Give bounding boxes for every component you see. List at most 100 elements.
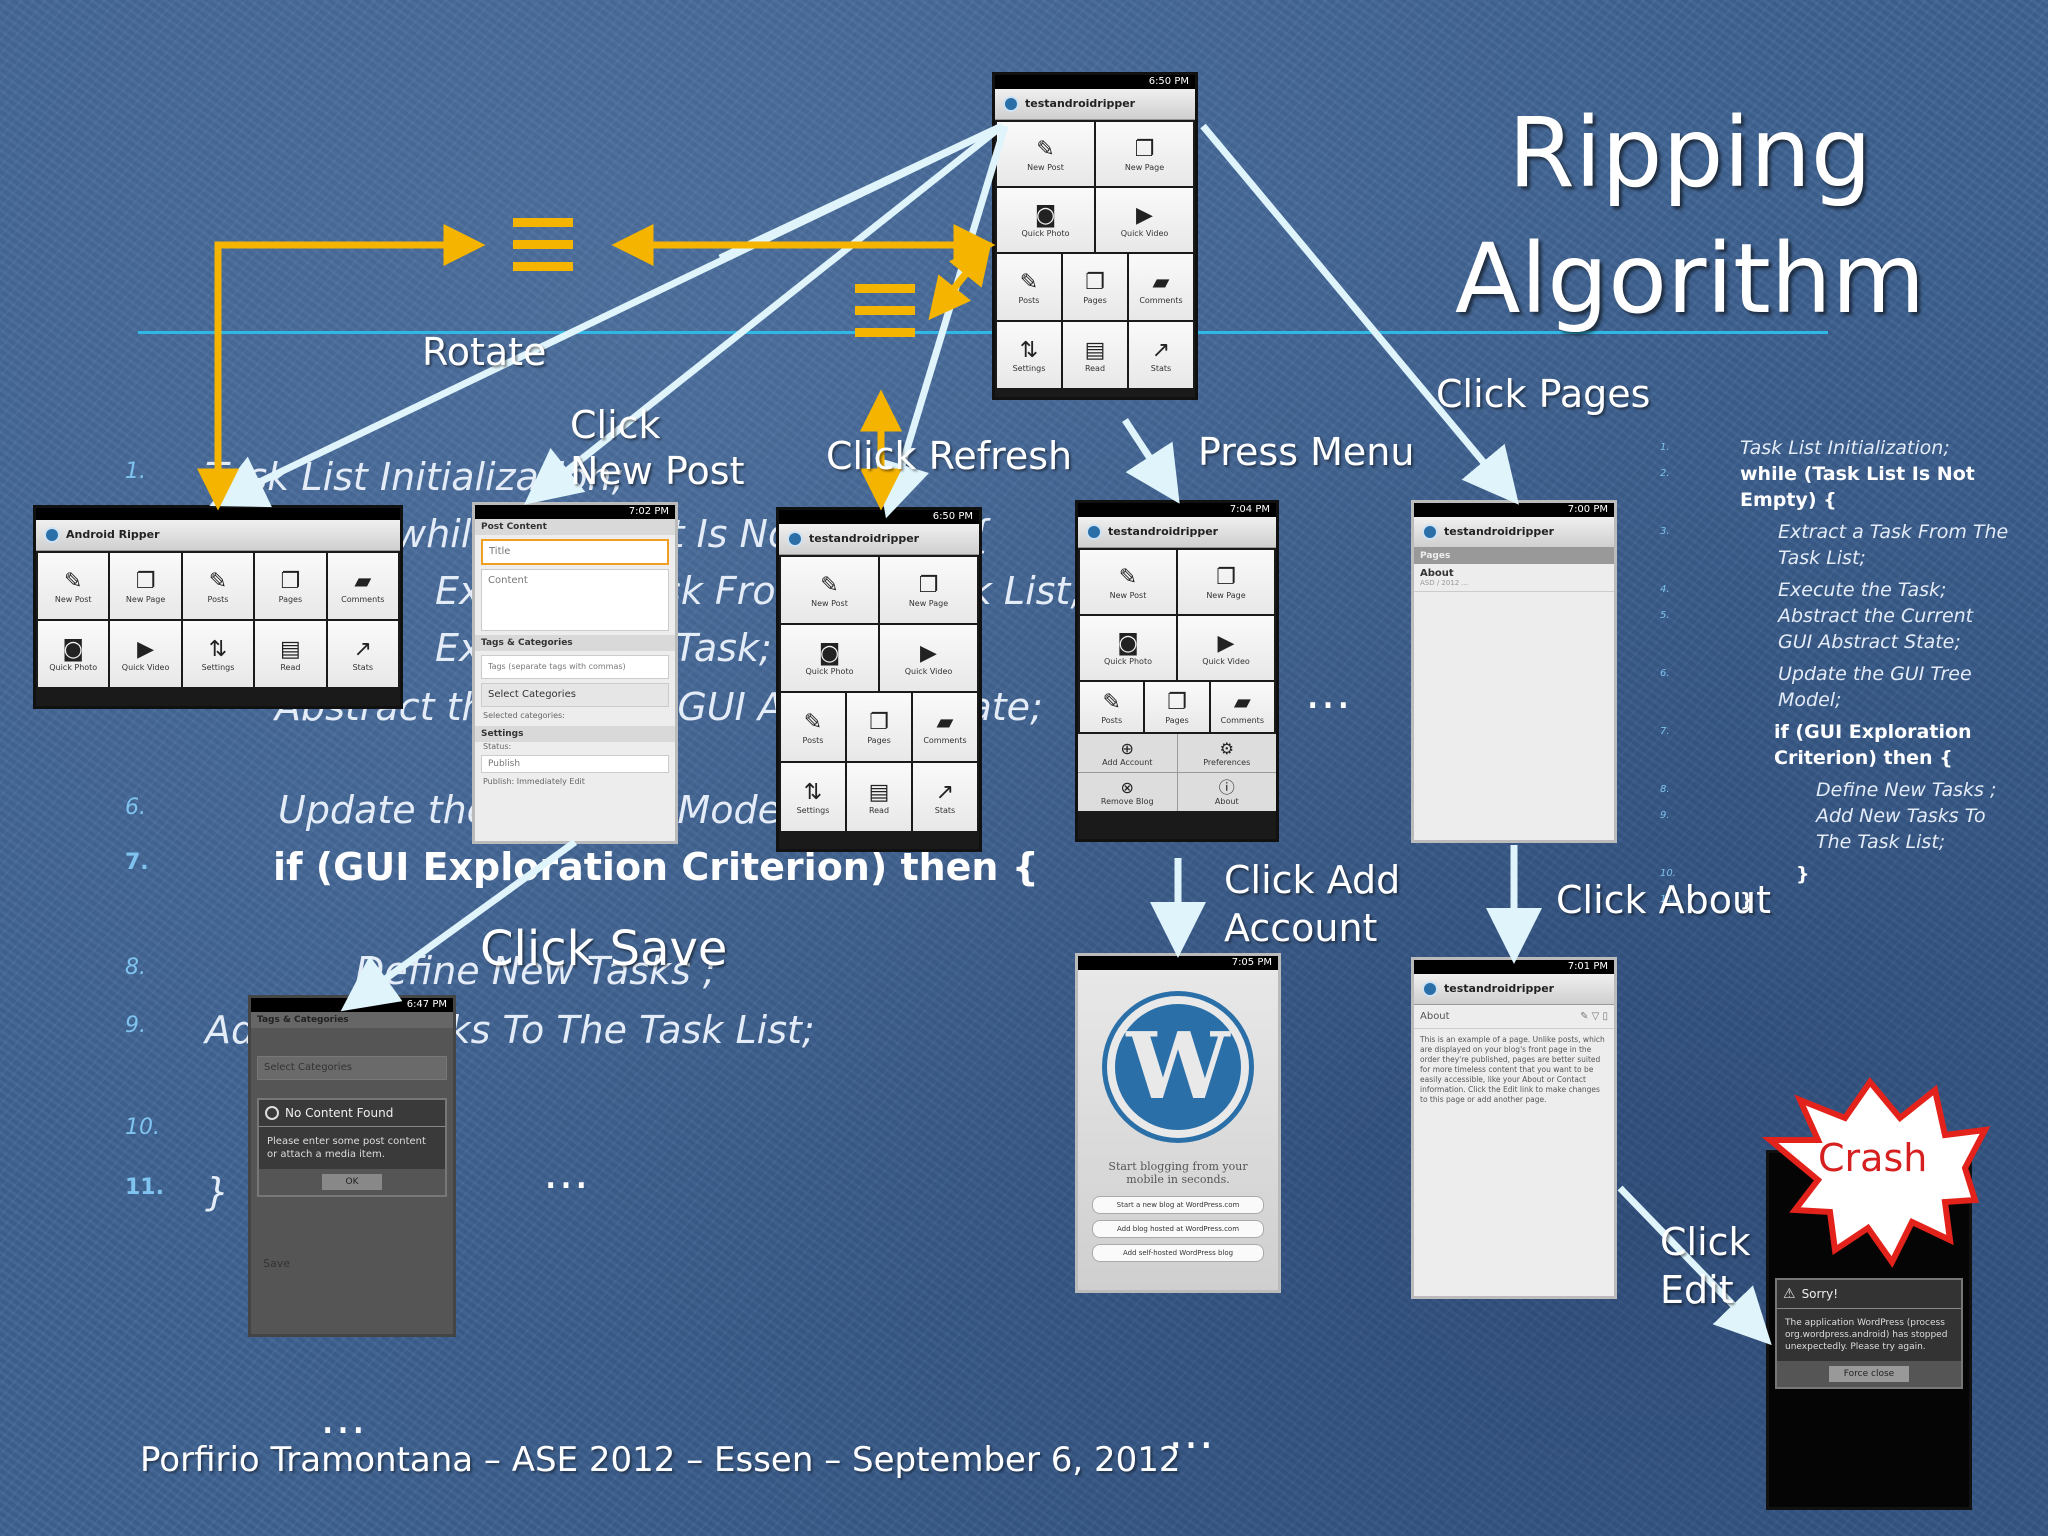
dashboard-item[interactable]: ✎Posts <box>182 553 254 619</box>
dashboard-item[interactable]: ▶Quick Video <box>1178 616 1274 680</box>
dashboard-item[interactable]: ✎New Post <box>1080 550 1176 614</box>
dashboard-item[interactable]: ↗Stats <box>327 621 398 687</box>
label-crash: Crash <box>1818 1136 1928 1180</box>
dashboard-item[interactable]: ✎Posts <box>997 254 1061 320</box>
dialog-message: Please enter some post content or attach… <box>267 1136 426 1160</box>
dashboard-item[interactable]: ✎New Post <box>38 553 109 619</box>
app-name: Android Ripper <box>66 528 160 541</box>
page-icon: ❐ <box>1216 564 1236 590</box>
dashboard-item[interactable]: ▰Comments <box>327 553 398 619</box>
video-icon: ▶ <box>137 636 155 662</box>
add-wpcom-blog-button[interactable]: Add blog hosted at WordPress.com <box>1092 1220 1264 1238</box>
menu-item[interactable]: ⊗Remove Blog <box>1078 773 1177 811</box>
algo-small-line: Task List Initialization; <box>1740 437 1950 459</box>
algo-small-num: 8. <box>1660 784 1670 795</box>
app-bar: testandroidripper <box>779 524 979 555</box>
algo-line: } <box>205 1170 230 1214</box>
pin-icon: ✎ <box>1036 136 1055 162</box>
menu-item[interactable]: ⊕Add Account <box>1078 734 1177 772</box>
dashboard-item[interactable]: ▰Comments <box>913 693 977 761</box>
algo-num: 6. <box>125 795 146 820</box>
pin-icon: ✎ <box>1118 564 1138 590</box>
ok-button[interactable]: OK <box>322 1174 382 1190</box>
dashboard-item[interactable]: ▤Read <box>847 763 911 831</box>
dashboard-item[interactable]: ↗Stats <box>1129 322 1193 388</box>
video-icon: ▶ <box>1217 630 1235 656</box>
pin-icon: ✎ <box>1102 689 1121 715</box>
pin-icon: ✎ <box>63 568 83 594</box>
tags-input[interactable]: Tags (separate tags with commas) <box>481 655 669 679</box>
wordpress-logo-icon <box>787 531 803 547</box>
wordpress-logo-icon <box>1003 96 1019 112</box>
algo-small-num: 10. <box>1660 868 1676 879</box>
screenshot-about: 7:01 PM testandroidripper About ✎ ▽ ▯ Th… <box>1411 957 1617 1299</box>
dashboard-item[interactable]: ❐New Page <box>110 553 181 619</box>
dashboard-item[interactable]: ❐New Page <box>1178 550 1274 614</box>
blog-name: testandroidripper <box>1108 525 1219 538</box>
algo-small-num: 1. <box>1660 442 1670 453</box>
dashboard-item[interactable]: ◙Quick Photo <box>1080 616 1176 680</box>
wordpress-logo-icon <box>1086 524 1102 540</box>
algorithm-small: 1.Task List Initialization; 2.while (Tas… <box>1660 435 2010 913</box>
dashboard-item[interactable]: ⇅Settings <box>781 763 845 831</box>
algo-num: 7. <box>125 850 149 875</box>
menu-item[interactable]: ⚙Preferences <box>1177 734 1276 772</box>
read-icon: ▤ <box>868 779 890 805</box>
edit-icon[interactable]: ✎ ▽ ▯ <box>1580 1011 1608 1022</box>
algo-line: if (GUI Exploration Criterion) then { <box>273 845 1039 889</box>
dashboard-item[interactable]: ▶Quick Video <box>880 625 977 691</box>
dashboard-item[interactable]: ❐Pages <box>847 693 911 761</box>
tagline: Start blogging from your mobile in secon… <box>1108 1160 1248 1186</box>
dashboard-item[interactable]: ✎New Post <box>781 557 878 623</box>
content-input[interactable]: Content <box>481 569 669 631</box>
dashboard-item[interactable]: ▤Read <box>255 621 326 687</box>
dashboard-item[interactable]: ◙Quick Photo <box>997 188 1094 252</box>
algo-small-num: 3. <box>1660 526 1670 537</box>
camera-icon: ◙ <box>1117 630 1139 656</box>
comment-icon: ▰ <box>354 568 372 594</box>
dashboard-item[interactable]: ▰Comments <box>1210 682 1274 732</box>
status-select[interactable]: Publish <box>481 755 669 773</box>
list-item[interactable]: About ASD / 2012 ... <box>1414 564 1614 592</box>
dashboard-item[interactable]: ❐Pages <box>1063 254 1127 320</box>
app-bar: Android Ripper <box>36 520 400 551</box>
title-line-2: Algorithm <box>1454 223 1926 335</box>
force-close-button[interactable]: Force close <box>1829 1366 1909 1382</box>
dashboard-item[interactable]: ✎New Post <box>997 122 1094 186</box>
dashboard-item[interactable]: ↗Stats <box>913 763 977 831</box>
page-icon: ❐ <box>135 568 156 594</box>
save-button[interactable]: Save <box>263 1257 291 1270</box>
dashboard-item[interactable]: ◙Quick Photo <box>781 625 878 691</box>
dashboard-item[interactable]: ❐Pages <box>255 553 326 619</box>
dashboard-item[interactable]: ⇅Settings <box>182 621 254 687</box>
edit-link[interactable]: Edit <box>569 777 585 786</box>
dashboard-item[interactable]: ❐New Page <box>880 557 977 623</box>
dashboard-item[interactable]: ▤Read <box>1063 322 1127 388</box>
arrow-to-new-post <box>524 123 1005 505</box>
stats-icon: ↗ <box>935 779 955 805</box>
select-categories-button[interactable]: Select Categories <box>257 1056 447 1080</box>
label-rotate: Rotate <box>422 330 547 374</box>
title-input[interactable]: Title <box>481 539 669 565</box>
dashboard-item[interactable]: ⇅Settings <box>997 322 1061 388</box>
page-icon: ❐ <box>869 709 889 735</box>
label-click-about: Click About <box>1556 878 1771 922</box>
page-icon: ❐ <box>918 572 939 598</box>
algo-small-line: while (Task List Is Not Empty) { <box>1740 463 1975 511</box>
dashboard-item[interactable]: ▰Comments <box>1129 254 1193 320</box>
dashboard-item[interactable]: ✎Posts <box>781 693 845 761</box>
dashboard-item[interactable]: ❐Pages <box>1145 682 1209 732</box>
add-self-hosted-button[interactable]: Add self-hosted WordPress blog <box>1092 1244 1264 1262</box>
dashboard-item[interactable]: ▶Quick Video <box>1096 188 1193 252</box>
dashboard-item[interactable]: ◙Quick Photo <box>38 621 109 687</box>
start-blog-button[interactable]: Start a new blog at WordPress.com <box>1092 1196 1264 1214</box>
algo-small-num: 7. <box>1660 726 1670 737</box>
status-label: Status: <box>483 742 512 751</box>
dashboard-item[interactable]: ✎Posts <box>1080 682 1144 732</box>
add-icon: ⊕ <box>1120 738 1134 758</box>
dashboard-item[interactable]: ▶Quick Video <box>110 621 181 687</box>
select-categories-button[interactable]: Select Categories <box>481 683 669 707</box>
pin-icon: ✎ <box>820 572 839 598</box>
dashboard-item[interactable]: ❐New Page <box>1096 122 1193 186</box>
